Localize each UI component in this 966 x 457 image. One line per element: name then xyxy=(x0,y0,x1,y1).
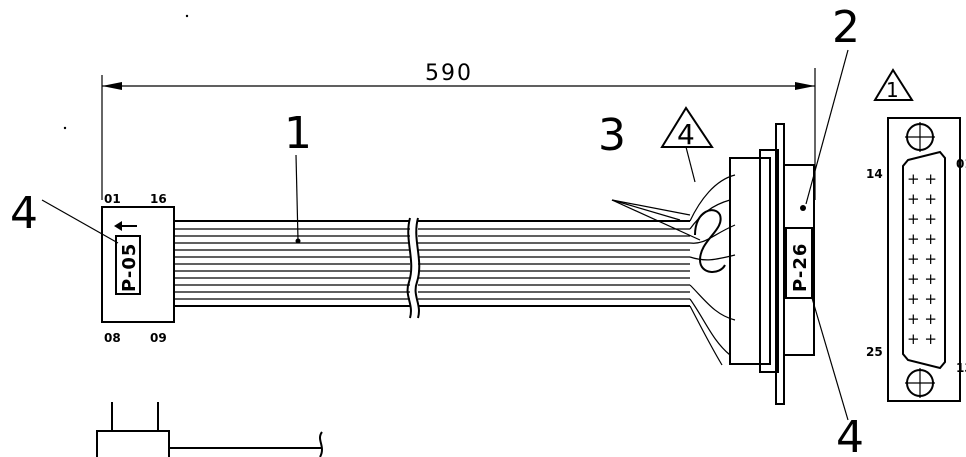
pin-label-09: 09 xyxy=(150,331,167,345)
callout-3-wires: 3 xyxy=(598,110,701,241)
svg-text:+ +: + + xyxy=(907,310,937,328)
svg-text:+ +: + + xyxy=(907,190,937,208)
callout-number-1: 1 xyxy=(284,108,312,159)
triangle-note-1: 1 xyxy=(873,68,914,102)
svg-text:+ +: + + xyxy=(907,210,937,228)
dsub-pin-01: 01 xyxy=(956,157,966,171)
left-arrow-icon xyxy=(114,221,137,231)
ribbon-cable-right xyxy=(414,174,736,366)
connector-label-p26: P-26 xyxy=(790,243,811,292)
callout-4-left-label: 4 xyxy=(10,188,119,244)
triangle-note-number-1: 1 xyxy=(886,78,899,102)
callout-4-right-label: 4 xyxy=(811,297,864,457)
callout-1-cable: 1 xyxy=(284,108,312,244)
dsub-face-view: 14 01 25 13 + + + + + + + + + + + + + + … xyxy=(866,117,966,402)
overall-dimension: 590 xyxy=(101,61,816,200)
partial-side-view xyxy=(96,402,323,457)
pin-label-01: 01 xyxy=(104,192,121,206)
svg-text:+ +: + + xyxy=(907,270,937,288)
svg-text:+ +: + + xyxy=(907,230,937,248)
callout-number-3: 3 xyxy=(598,110,626,161)
dsub-pin-25: 25 xyxy=(866,345,883,359)
svg-text:+ +: + + xyxy=(907,170,937,188)
svg-text:+ +: + + xyxy=(907,290,937,308)
svg-text:+ +: + + xyxy=(907,250,937,268)
pin-label-08: 08 xyxy=(104,331,121,345)
left-connector: 01 16 08 09 P-05 xyxy=(101,192,175,345)
callout-2-connector: 2 xyxy=(805,2,860,205)
svg-text:+ +: + + xyxy=(907,330,937,348)
dimension-value: 590 xyxy=(425,61,473,86)
ribbon-cable-left xyxy=(174,217,413,319)
pin-label-16: 16 xyxy=(150,192,167,206)
right-connector: P-26 xyxy=(729,123,815,405)
dsub-pin-13: 13 xyxy=(956,361,966,375)
triangle-note-number-4: 4 xyxy=(677,118,695,151)
callout-number-2: 2 xyxy=(832,2,860,53)
callout-number-4-left: 4 xyxy=(10,188,38,239)
callout-number-4-right: 4 xyxy=(836,412,864,457)
dsub-pin-14: 14 xyxy=(866,167,883,181)
connector-label-p05: P-05 xyxy=(119,243,140,292)
triangle-note-4: 4 xyxy=(660,106,714,183)
